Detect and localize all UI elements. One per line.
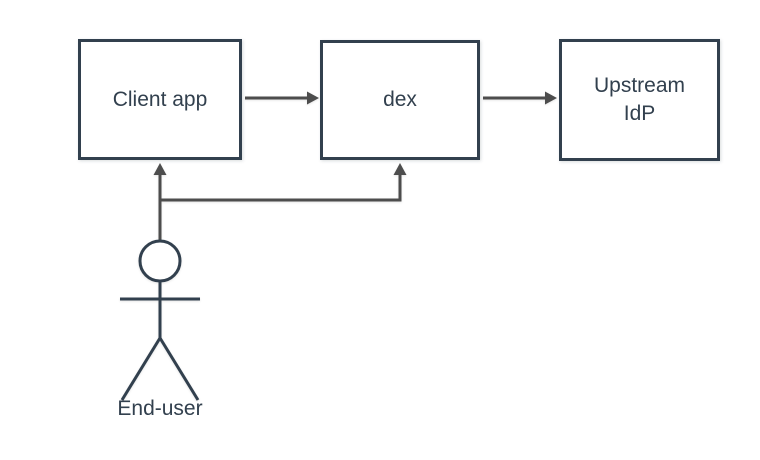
end-user-actor-icon (120, 239, 200, 401)
node-upstream-idp-label-line1: Upstream (593, 74, 686, 97)
node-client-app: Client app (78, 39, 242, 160)
arrowhead-up-icon (153, 163, 167, 175)
arrowhead-up-icon (393, 163, 407, 175)
node-upstream-idp-label-line2: IdP (623, 102, 656, 125)
node-client-app-label: Client app (112, 87, 208, 111)
actor-leg-left (120, 337, 162, 401)
arrowhead-right-icon (545, 91, 557, 105)
arrowhead-right-icon (307, 91, 319, 105)
arrow-enduser-to-client (153, 163, 167, 241)
arrow-client-to-dex (245, 91, 319, 105)
node-upstream-idp: Upstream IdP (559, 39, 720, 161)
node-dex-label: dex (383, 88, 417, 111)
actor-leg-right (158, 337, 200, 401)
node-dex: dex (320, 40, 480, 160)
arrow-enduser-to-dex (160, 163, 407, 202)
arrow-dex-to-idp (483, 91, 557, 105)
end-user-label: End-user (117, 397, 203, 420)
actor-head (138, 239, 182, 283)
